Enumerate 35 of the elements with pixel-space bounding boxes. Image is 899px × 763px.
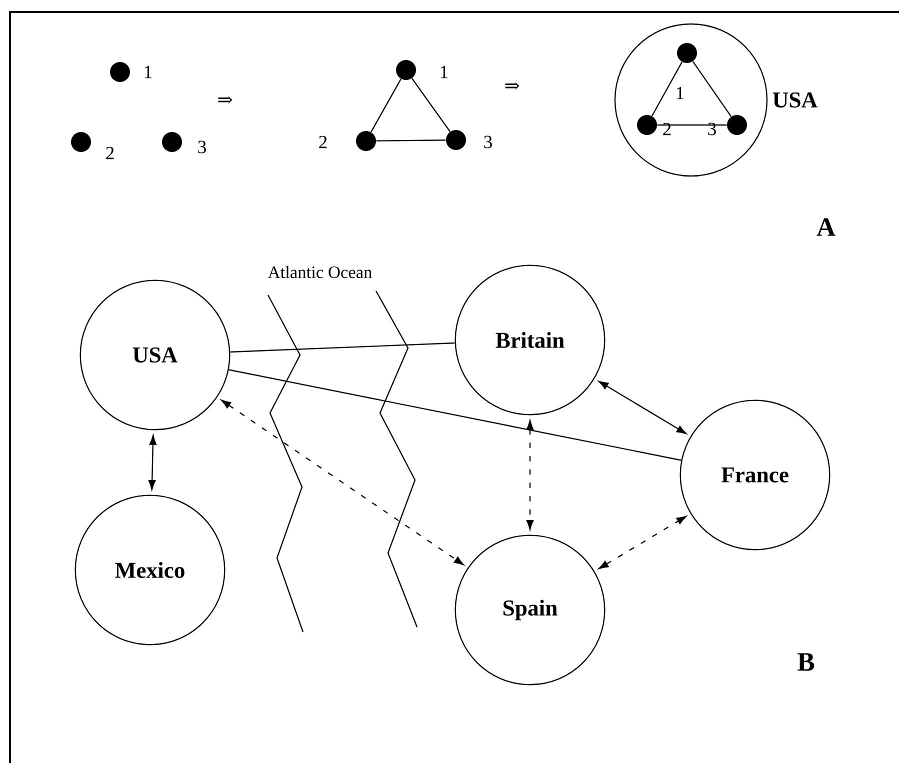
dot bbox=[446, 130, 466, 150]
number-label: 3 bbox=[482, 134, 494, 150]
number-label: 1 bbox=[674, 86, 686, 100]
connector-line bbox=[230, 342, 455, 353]
connector-line bbox=[692, 61, 732, 117]
arrow bbox=[526, 420, 534, 530]
dot bbox=[356, 131, 376, 151]
connector-line bbox=[411, 78, 451, 132]
dot bbox=[396, 60, 416, 80]
node-label: USA bbox=[772, 92, 818, 108]
connector-line bbox=[657, 124, 727, 126]
implies-sign: ⇒ bbox=[218, 96, 232, 104]
dot bbox=[727, 115, 747, 135]
dot bbox=[637, 115, 657, 135]
connector-line bbox=[651, 62, 683, 116]
connector-line bbox=[376, 140, 446, 142]
panel-letter: A bbox=[816, 218, 836, 236]
number-label: 2 bbox=[317, 134, 329, 150]
number-label: 3 bbox=[196, 139, 208, 155]
connector-line bbox=[228, 369, 682, 461]
dot bbox=[71, 132, 91, 152]
number-label: 1 bbox=[438, 64, 450, 80]
number-label: 1 bbox=[142, 64, 154, 80]
arrow bbox=[148, 435, 157, 490]
dot bbox=[162, 132, 182, 152]
dot bbox=[110, 62, 130, 82]
arrow bbox=[598, 516, 686, 570]
panel-letter: B bbox=[798, 653, 814, 671]
implies-sign: ⇒ bbox=[505, 82, 520, 90]
number-label: 2 bbox=[104, 145, 116, 160]
dot bbox=[677, 43, 697, 63]
ocean-label: Atlantic Ocean bbox=[268, 266, 372, 278]
arrow bbox=[598, 380, 686, 434]
arrow bbox=[221, 400, 464, 566]
connector-line bbox=[370, 78, 402, 132]
